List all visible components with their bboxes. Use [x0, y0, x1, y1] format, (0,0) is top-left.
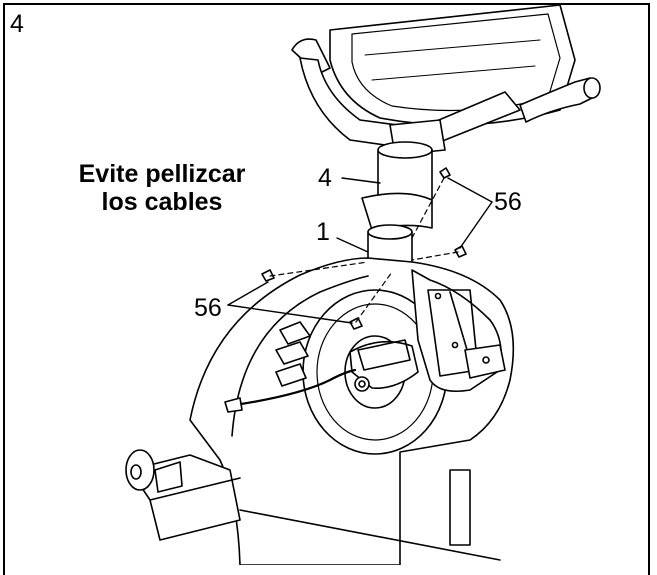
callout-part-1: 1	[316, 218, 330, 246]
pedal-crank	[349, 339, 419, 392]
bolt-left	[261, 269, 275, 282]
cable	[233, 368, 357, 407]
note-line-1: Evite pellizcar	[78, 160, 246, 188]
bolts-56	[261, 167, 467, 330]
upright-tube	[361, 141, 433, 231]
console-assembly	[291, 4, 601, 156]
step-number: 4	[10, 10, 24, 38]
note-line-2: los cables	[101, 188, 223, 216]
right-shroud	[411, 269, 506, 393]
warning-note: Evite pellizcar los cables	[62, 160, 262, 216]
instruction-frame	[3, 3, 650, 575]
leader-lines	[227, 177, 493, 324]
callout-part-56-right: 56	[494, 188, 522, 216]
base-stabilizer	[125, 449, 501, 561]
bolt-upper-right	[439, 167, 451, 179]
callout-part-4: 4	[318, 164, 332, 192]
callout-part-56-left: 56	[194, 294, 222, 322]
bolt-center	[349, 317, 363, 330]
insertion-lines	[269, 177, 459, 323]
